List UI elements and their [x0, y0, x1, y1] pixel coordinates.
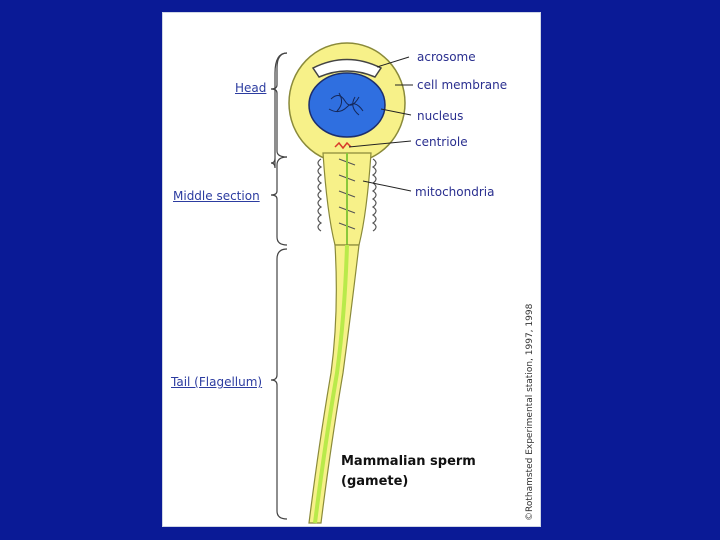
label-centriole: centriole [415, 135, 468, 149]
label-nucleus: nucleus [417, 109, 464, 123]
acrosome-shape [311, 58, 383, 78]
label-head: Head [235, 81, 267, 95]
nucleus-shape [308, 72, 386, 138]
tail-highlight [313, 244, 349, 524]
label-pointers [348, 56, 413, 192]
label-middle-section: Middle section [173, 189, 260, 203]
centriole-shape [334, 141, 352, 150]
label-cell-membrane: cell membrane [417, 78, 508, 92]
tail-bracket [270, 248, 288, 520]
caption-line-1: Mammalian sperm [341, 454, 476, 469]
sperm-diagram [270, 42, 413, 524]
label-tail: Tail (Flagellum) [171, 375, 263, 389]
caption-line-2: (gamete) [341, 474, 409, 489]
middle-bracket [270, 156, 288, 246]
label-acrosome: acrosome [417, 50, 476, 64]
label-mitochondria: mitochondria [415, 185, 495, 199]
chromatin-scribble [328, 92, 364, 116]
copyright-credit: ©Rothamsted Experimental station, 1997, … [525, 303, 535, 521]
head-bracket-line [270, 52, 288, 158]
head-bracket [270, 52, 288, 169]
diagram-panel: acrosome cell membrane nucleus centriole… [162, 12, 541, 527]
